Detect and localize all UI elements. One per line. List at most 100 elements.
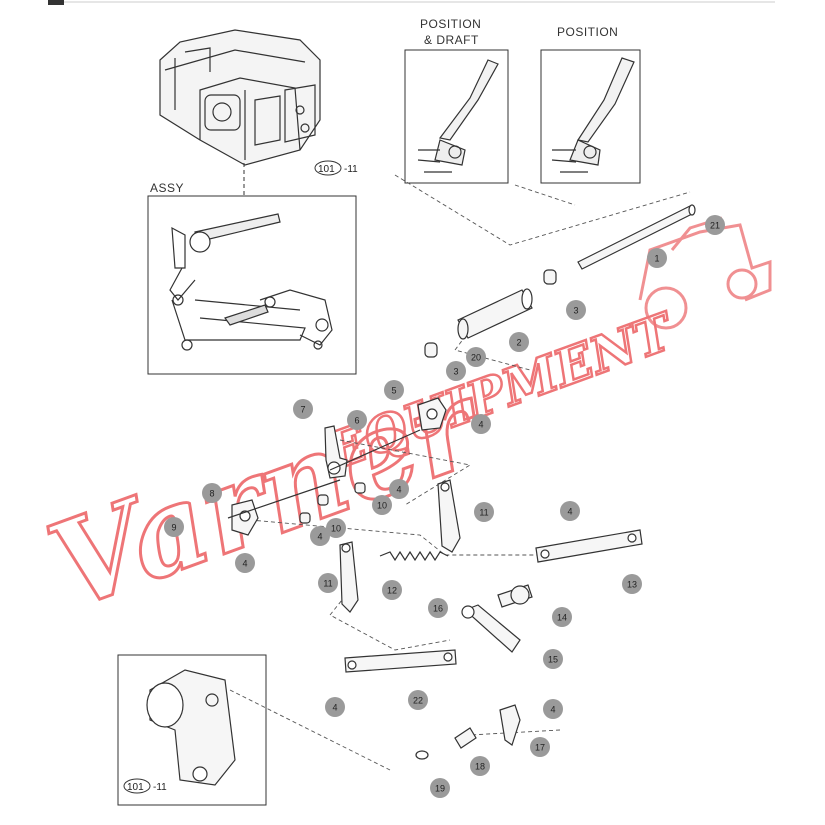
callout-circle <box>560 501 580 521</box>
callout-11: 11 <box>318 573 338 593</box>
callout-number: 4 <box>242 559 247 569</box>
callout-number: 3 <box>453 367 458 377</box>
callout-circle <box>705 215 725 235</box>
callout-number: 15 <box>548 655 558 665</box>
callout-number: 5 <box>391 386 396 396</box>
position-draft-label-1: POSITION <box>420 17 481 31</box>
callout-7: 7 <box>293 399 313 419</box>
callout-number: 4 <box>396 485 401 495</box>
callout-circle <box>509 332 529 352</box>
callout-12: 12 <box>382 580 402 600</box>
callout-number: 18 <box>475 762 485 772</box>
callout-circle <box>566 300 586 320</box>
ref-101-top: 101 -11 <box>314 160 358 176</box>
callout-8: 8 <box>202 483 222 503</box>
callout-circle <box>530 737 550 757</box>
callout-number: 6 <box>354 416 359 426</box>
watermark: Varner EQUIPMENT <box>31 216 772 638</box>
detail-box <box>117 654 267 806</box>
callout-circle <box>318 573 338 593</box>
assy-label: ASSY <box>150 181 184 195</box>
callout-number: 10 <box>331 524 341 534</box>
callout-circle <box>235 553 255 573</box>
callout-number: 11 <box>323 579 332 589</box>
callout-5: 5 <box>384 380 404 400</box>
callout-circle <box>202 483 222 503</box>
callout-16: 16 <box>428 598 448 618</box>
callout-circle <box>408 690 428 710</box>
callout-number: 16 <box>433 604 443 614</box>
callout-4: 4 <box>310 526 330 546</box>
callout-circle <box>552 607 572 627</box>
callout-4: 4 <box>543 699 563 719</box>
ref-101-top-text: 101 <box>318 164 335 175</box>
callout-4: 4 <box>471 414 491 434</box>
callout-number: 21 <box>710 221 720 231</box>
callout-18: 18 <box>470 756 490 776</box>
callout-number: 4 <box>550 705 555 715</box>
callout-22: 22 <box>408 690 428 710</box>
callout-number: 8 <box>209 489 214 499</box>
position-box <box>540 49 641 184</box>
callout-1: 1 <box>647 248 667 268</box>
callout-15: 15 <box>543 649 563 669</box>
callout-10: 10 <box>326 518 346 538</box>
callout-number: 20 <box>471 353 481 363</box>
callout-number: 1 <box>654 254 659 264</box>
position-draft-lever <box>417 59 499 173</box>
callout-14: 14 <box>552 607 572 627</box>
callout-4: 4 <box>325 697 345 717</box>
callout-2: 2 <box>509 332 529 352</box>
callout-circle <box>622 574 642 594</box>
callout-21: 21 <box>705 215 725 235</box>
callout-circle <box>647 248 667 268</box>
callout-circle <box>389 479 409 499</box>
callout-number: 9 <box>171 523 176 533</box>
callout-circle <box>325 697 345 717</box>
corner-mark <box>48 0 64 5</box>
callout-3: 3 <box>446 361 466 381</box>
callout-6: 6 <box>347 410 367 430</box>
callout-19: 19 <box>430 778 450 798</box>
position-draft-label-2: & DRAFT <box>424 33 479 47</box>
callout-4: 4 <box>560 501 580 521</box>
callout-number: 4 <box>567 507 572 517</box>
callout-circle <box>446 361 466 381</box>
callout-20: 20 <box>466 347 486 367</box>
callout-number: 4 <box>317 532 322 542</box>
callout-number: 12 <box>387 586 397 596</box>
callout-number: 17 <box>535 743 545 753</box>
callout-number: 7 <box>300 405 305 415</box>
callout-circle <box>326 518 346 538</box>
ref-101-top-suffix: -11 <box>344 164 358 175</box>
callout-circle <box>543 649 563 669</box>
callout-4: 4 <box>235 553 255 573</box>
callout-number: 19 <box>435 784 445 794</box>
callout-number: 22 <box>413 696 423 706</box>
callout-circle <box>471 414 491 434</box>
callout-number: 4 <box>332 703 337 713</box>
callout-circle <box>384 380 404 400</box>
callout-number: 13 <box>627 580 637 590</box>
callout-number: 4 <box>478 420 483 430</box>
callout-circle <box>474 502 494 522</box>
callout-4: 4 <box>389 479 409 499</box>
callout-circle <box>293 399 313 419</box>
callout-number: 3 <box>573 306 578 316</box>
main-parts <box>227 204 696 760</box>
callout-10: 10 <box>372 495 392 515</box>
housing-drawing <box>159 29 321 166</box>
position-label: POSITION <box>557 25 618 39</box>
callout-circle <box>347 410 367 430</box>
callout-number: 11 <box>479 508 488 518</box>
callout-circle <box>470 756 490 776</box>
callout-circle <box>428 598 448 618</box>
callout-circle <box>543 699 563 719</box>
position-draft-box <box>404 49 509 184</box>
callout-circle <box>310 526 330 546</box>
assy-drawing <box>169 213 333 351</box>
callout-number: 10 <box>377 501 387 511</box>
callout-9: 9 <box>164 517 184 537</box>
